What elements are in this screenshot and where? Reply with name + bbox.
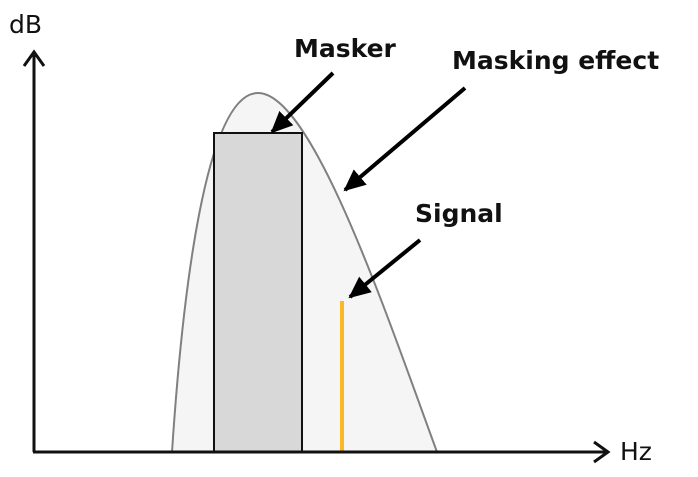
y-axis-arrow-icon	[22, 49, 46, 67]
x-axis-arrow-icon	[593, 440, 611, 464]
masker-label: Masker	[294, 34, 396, 63]
masking-effect-arrow	[343, 86, 467, 192]
masker-arrow	[270, 71, 335, 134]
signal-label: Signal	[415, 199, 503, 228]
signal-arrow	[348, 238, 422, 299]
masking-effect-label: Masking effect	[452, 46, 660, 75]
x-axis-label: Hz	[620, 437, 652, 466]
masker-block	[213, 132, 303, 453]
y-axis-label: dB	[9, 10, 43, 39]
